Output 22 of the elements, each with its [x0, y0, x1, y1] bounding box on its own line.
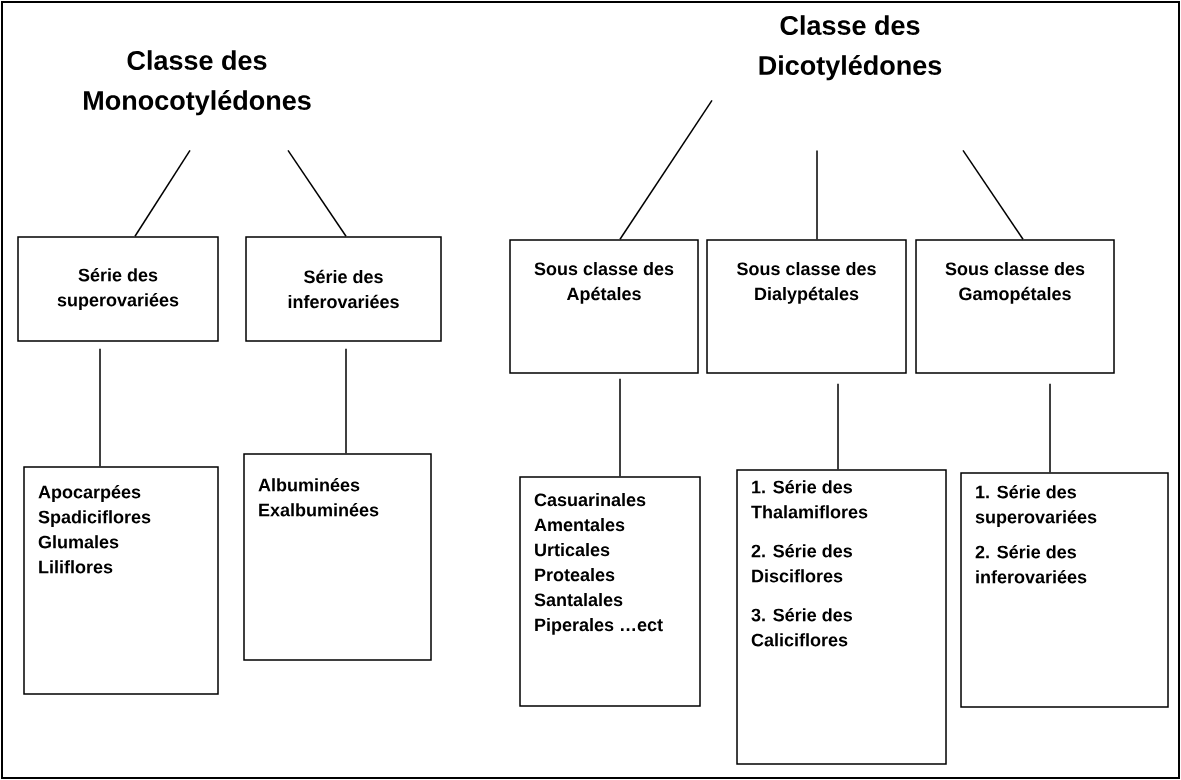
category-box: Sous classe des Apétales — [509, 239, 699, 374]
list-box: Albuminées Exalbuminées — [243, 453, 432, 661]
list-box: 1. Série des superovariées 2. Série des inferovariées — [960, 472, 1169, 708]
connector-line — [287, 149, 347, 237]
category-box: Sous classe des Dialypétales — [706, 239, 907, 374]
connector-line — [619, 378, 621, 477]
connector-line — [99, 348, 101, 467]
connector-line — [962, 149, 1024, 240]
heading-text: Classe des Dicotylédones — [759, 15, 942, 81]
category-box: Sous classe des Gamopétales — [915, 239, 1115, 374]
connector-line — [1049, 383, 1051, 473]
category-box: Série des superovariées — [17, 236, 219, 342]
connector-line — [837, 383, 839, 470]
connector-line — [345, 348, 347, 454]
connector-line — [816, 149, 818, 240]
connector-line — [619, 99, 713, 240]
list-box: 1. Série des Thalamiflores 2. Série des Disciflores 3. Série des Caliciflores — [736, 469, 947, 765]
heading-text: Classe des Monocotylédones — [84, 50, 311, 116]
list-box: Casuarinales Amentales Urticales Proteales Santalales Piperales …ect — [519, 476, 701, 707]
category-box: Série des inferovariées — [245, 236, 442, 342]
list-box: Apocarpées Spadiciflores Glumales Liliflores — [23, 466, 219, 695]
connector-line — [134, 149, 191, 237]
